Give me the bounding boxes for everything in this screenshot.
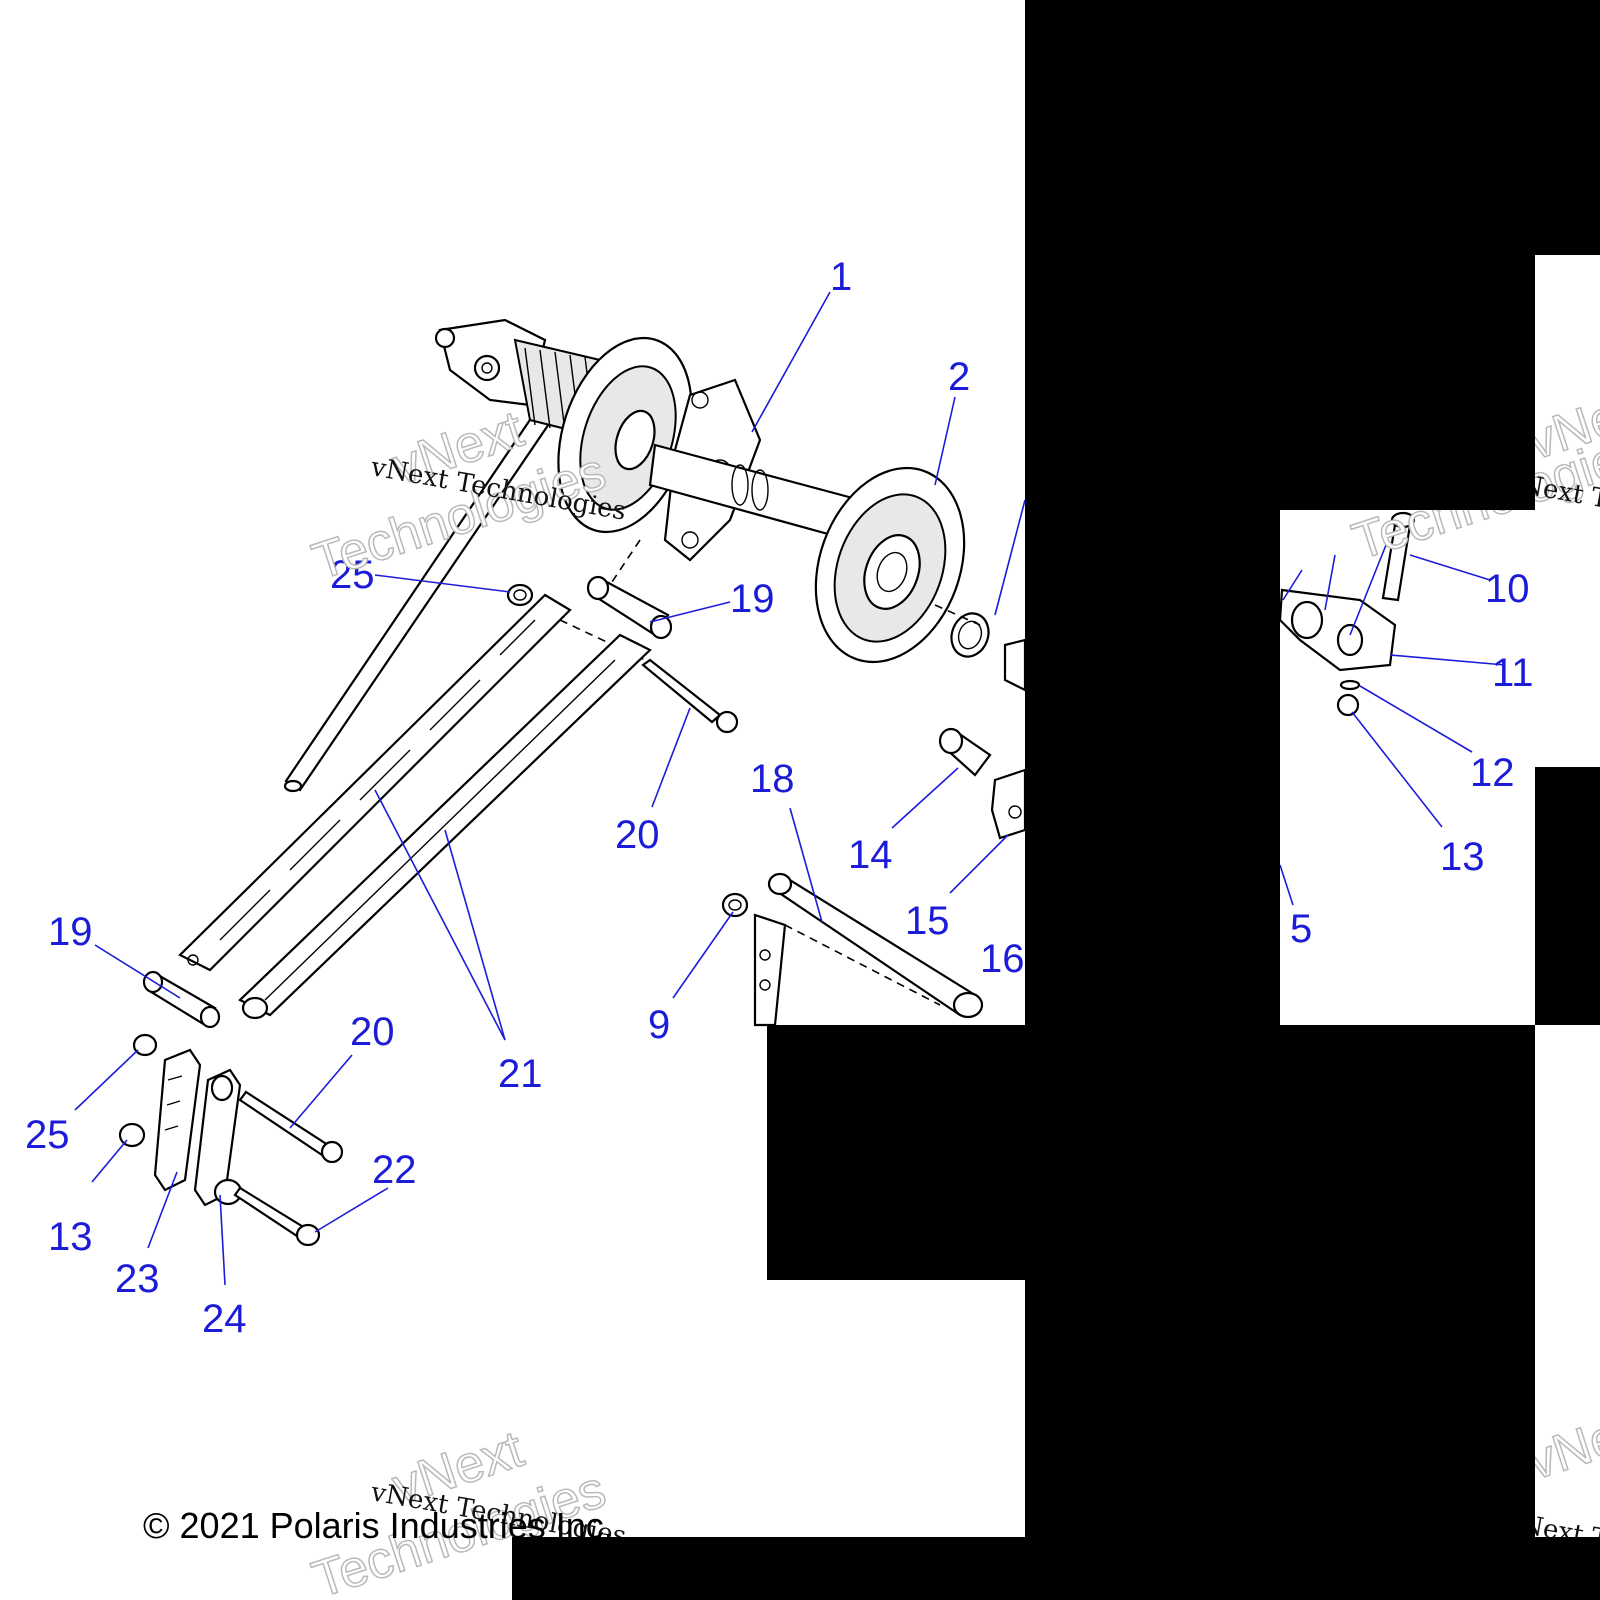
callout-13-lower: 13 xyxy=(48,1215,93,1259)
callout-24: 24 xyxy=(202,1297,247,1341)
leader-5 xyxy=(1282,569,1303,601)
part-10-bolt xyxy=(1381,511,1416,602)
part-22-bolt xyxy=(233,1186,321,1247)
callout-numbers: 1 2 25 19 20 18 14 15 16 19 9 21 20 25 2… xyxy=(25,255,1534,1341)
mask-upper-right-band xyxy=(1280,255,1535,510)
mask-center-column xyxy=(1025,255,1280,1025)
axis-line-b xyxy=(559,619,646,661)
leader-23 xyxy=(147,1171,178,1249)
leader-20-lower xyxy=(289,1054,353,1129)
leader-1 xyxy=(751,291,831,433)
leader-13-lower xyxy=(91,1139,128,1183)
part-14-spacer xyxy=(938,727,992,777)
callout-23: 23 xyxy=(115,1257,160,1301)
callout-13-right: 13 xyxy=(1440,835,1485,879)
parts-line-art xyxy=(118,318,1416,1247)
leader-19-upper xyxy=(649,601,731,623)
callout-19-upper: 19 xyxy=(730,577,775,621)
callout-5: 5 xyxy=(1290,907,1312,951)
leader-15 xyxy=(949,834,1009,894)
mask-bottom-band xyxy=(512,1537,1600,1600)
part-25-lower-nut xyxy=(132,1033,158,1057)
callout-1: 1 xyxy=(830,255,852,299)
mask-lower-left-block xyxy=(767,1025,1025,1280)
part-21-rail-rear xyxy=(238,633,652,1020)
part-9-nut xyxy=(721,892,749,918)
leader-20-upper xyxy=(651,707,691,808)
mask-lower-center-block xyxy=(1025,1025,1535,1537)
part-20-lower-bolt xyxy=(238,1090,344,1164)
part-bushing-partial xyxy=(1003,638,1027,692)
leader-18 xyxy=(789,807,823,923)
mask-right-mid xyxy=(1535,767,1600,1025)
callout-20-upper: 20 xyxy=(615,813,660,857)
callout-25-lower: 25 xyxy=(25,1113,70,1157)
part-19-lower-spacer xyxy=(142,970,221,1029)
part-23-link-plates xyxy=(153,1048,242,1207)
leader-21-b xyxy=(444,829,506,1041)
leader-5-lower xyxy=(1279,864,1294,906)
part-2-wheel xyxy=(814,466,966,664)
part-21-rail-front xyxy=(178,593,572,972)
callout-22: 22 xyxy=(372,1148,417,1192)
callout-18: 18 xyxy=(750,757,795,801)
leader-14 xyxy=(891,767,959,829)
callout-9: 9 xyxy=(648,1003,670,1047)
part-25-upper-nut xyxy=(506,583,534,607)
leader-11 xyxy=(1389,654,1506,666)
leader-24 xyxy=(219,1194,226,1286)
callout-19-lower: 19 xyxy=(48,910,93,954)
part-side-bracket xyxy=(753,913,941,1027)
leader-9 xyxy=(672,911,734,999)
leader-22 xyxy=(314,1187,389,1233)
callout-11: 11 xyxy=(1492,651,1534,695)
masked-regions xyxy=(512,0,1600,1600)
leader-5-b xyxy=(1324,554,1336,611)
callout-25-upper: 25 xyxy=(330,553,375,597)
part-ring xyxy=(950,612,990,658)
callout-20-lower: 20 xyxy=(350,1010,395,1054)
callout-14: 14 xyxy=(848,833,893,877)
part-12-washer xyxy=(1339,679,1361,691)
leader-lines xyxy=(74,291,1506,1286)
leader-21-a xyxy=(374,789,506,1041)
part-11-clamp xyxy=(1278,588,1397,672)
part-19-upper-spacer xyxy=(586,575,673,640)
leader-12 xyxy=(1359,685,1473,753)
mask-top-center xyxy=(1025,0,1600,255)
part-15-block xyxy=(990,768,1027,840)
callout-2: 2 xyxy=(948,355,970,399)
leader-2 xyxy=(934,396,956,486)
callout-15: 15 xyxy=(905,899,950,943)
callout-12: 12 xyxy=(1470,751,1515,795)
leader-13-right xyxy=(1351,711,1443,828)
leader-19-lower xyxy=(94,944,181,999)
callout-10: 10 xyxy=(1485,567,1530,611)
part-13-right-nut xyxy=(1336,693,1360,717)
leader-ring xyxy=(994,499,1026,616)
part-20-upper-bolt xyxy=(641,658,739,734)
part-18-cross-shaft xyxy=(767,872,984,1019)
leader-25-upper xyxy=(374,574,511,593)
leader-25-lower xyxy=(74,1049,139,1111)
part-13-lower-nut xyxy=(118,1122,146,1148)
leader-10 xyxy=(1409,554,1491,581)
callout-21: 21 xyxy=(498,1052,543,1096)
callout-16: 16 xyxy=(980,937,1025,981)
leader-5-c xyxy=(1349,539,1389,636)
